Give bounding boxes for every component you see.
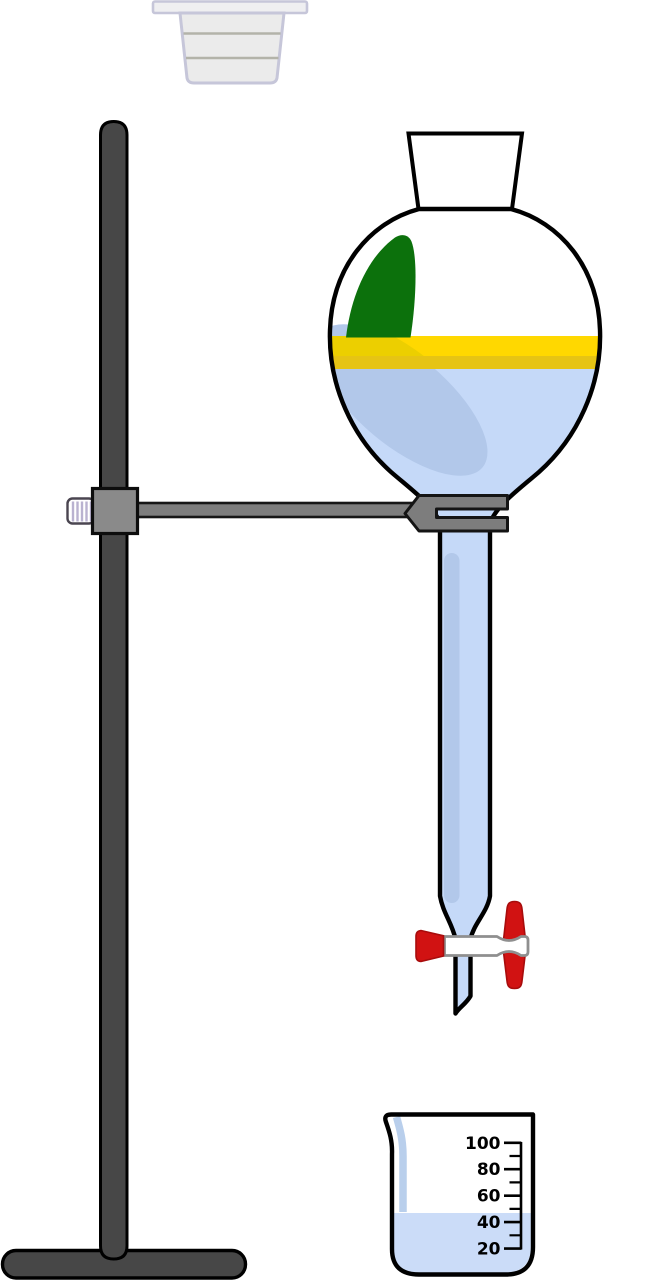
stem-liquid-shading — [444, 553, 460, 903]
yellow-layer-bottom-strip — [329, 356, 601, 369]
beaker-outline — [383, 1112, 536, 1277]
stopper-cap-plate — [151, 0, 309, 15]
stopcock-handle-upper — [502, 900, 527, 941]
funnel-outline — [327, 206, 603, 1016]
funnel-neck — [406, 131, 525, 211]
stopcock — [415, 900, 530, 990]
retort-stand — [0, 119, 248, 1280]
green-liquid-layer — [346, 235, 416, 338]
stopcock-barrel — [443, 935, 530, 957]
clamp — [66, 486, 434, 536]
scale-label-40: 40 — [477, 1213, 501, 1233]
clamp-knob-knurling — [71, 501, 93, 522]
scale-label-80: 80 — [477, 1160, 501, 1180]
scale-label-20: 20 — [477, 1240, 501, 1260]
beaker-glass-highlight — [392, 1115, 407, 1212]
stopper-body — [178, 11, 286, 85]
stopcock-handle-lower — [502, 951, 527, 990]
beaker-liquid — [392, 1213, 531, 1273]
stand-rod — [99, 119, 129, 1261]
stopcock-plug — [415, 929, 445, 963]
clamp-arm — [135, 501, 434, 519]
beaker: 100 80 60 40 20 — [383, 1112, 536, 1277]
scale-label-100: 100 — [465, 1134, 501, 1154]
scale-label-60: 60 — [477, 1187, 501, 1207]
stopper-ground-lines — [183, 32, 281, 60]
glass-stopper — [151, 0, 309, 85]
clamp-fork-jaw — [403, 494, 509, 533]
separating-funnel — [327, 131, 603, 1016]
funnel-contents — [329, 235, 601, 1014]
beaker-scale: 100 80 60 40 20 — [465, 1134, 523, 1260]
clamp-knob — [66, 497, 96, 525]
scale-major-ticks — [504, 1141, 522, 1250]
scale-minor-ticks — [509, 1154, 522, 1237]
clamp-boss-head — [90, 486, 140, 536]
